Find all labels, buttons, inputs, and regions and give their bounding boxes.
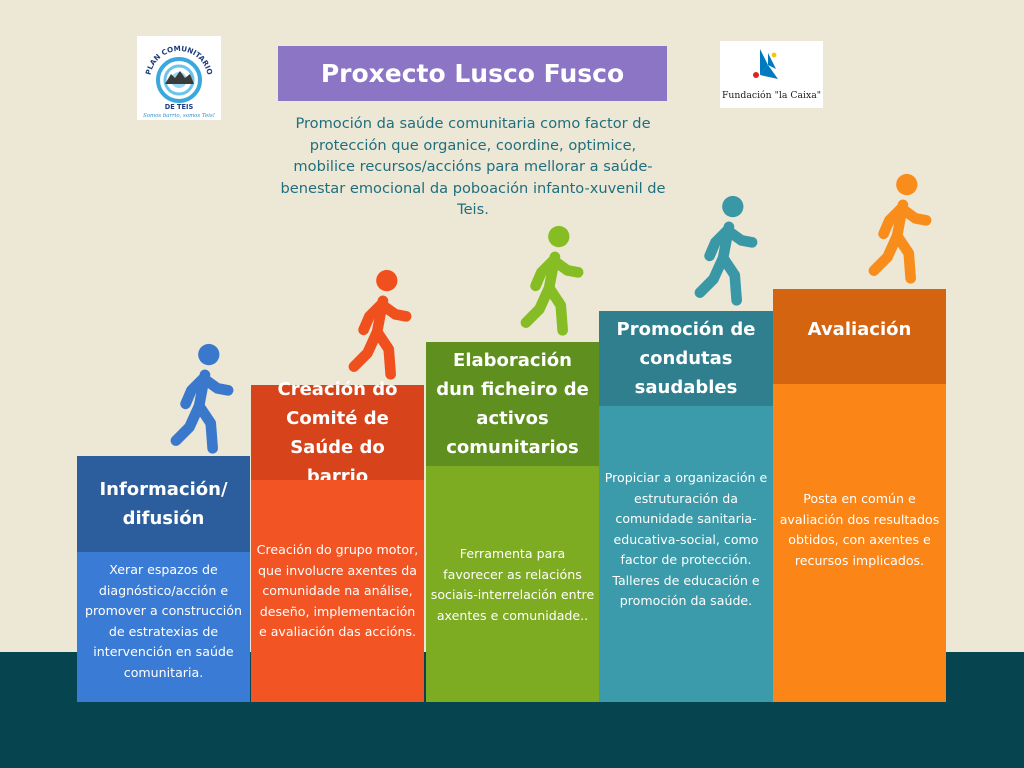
intro-text: Promoción da saúde comunitaria como fact… <box>280 115 666 218</box>
step-informacion: Información/ difusión Xerar espazos de d… <box>77 456 250 702</box>
fundacion-la-caixa-logo: Fundación "la Caixa" <box>720 41 823 108</box>
plan-comunitario-emblem: PLAN COMUNITARIO DE TEIS Somos barrio, s… <box>143 44 215 119</box>
logo-left-bottom-text: DE TEIS <box>165 103 194 111</box>
walker-icon-4 <box>682 194 772 310</box>
step-promocion: Promoción de condutas saudables Propicia… <box>599 311 773 702</box>
step-avaliacion-title: Avaliación <box>773 289 946 384</box>
step-ficheiro: Elaboración dun ficheiro de activos comu… <box>426 342 599 702</box>
step-ficheiro-text: Ferramenta para favorecer as relacións s… <box>426 466 599 702</box>
step-comite-title: Creación do Comité de Saúde do barrio <box>251 379 424 487</box>
la-caixa-star-icon: Fundación "la Caixa" <box>722 49 821 101</box>
step-comite: Creación do Comité de Saúde do barrio Cr… <box>251 379 424 702</box>
step-ficheiro-title: Elaboración dun ficheiro de activos comu… <box>426 342 599 466</box>
logo-left-tagline: Somos barrio, somos Teis! <box>143 113 215 119</box>
step-comite-text: Creación do grupo motor, que involucre a… <box>251 480 424 702</box>
step-promocion-text: Propiciar a organización e estruturación… <box>599 406 773 702</box>
walker-icon-1 <box>158 342 248 458</box>
step-avaliacion-text: Posta en común e avaliación dos resultad… <box>773 384 946 702</box>
step-informacion-title: Información/ difusión <box>77 456 250 552</box>
step-informacion-text: Xerar espazos de diagnóstico/acción e pr… <box>77 552 250 702</box>
step-avaliacion: Avaliación Posta en común e avaliación d… <box>773 289 946 702</box>
page-title: Proxecto Lusco Fusco <box>278 46 667 101</box>
walking-person-icon <box>868 173 932 284</box>
walking-person-icon <box>694 195 758 306</box>
page-title-text: Proxecto Lusco Fusco <box>320 59 625 88</box>
walker-icon-2 <box>336 268 426 384</box>
walking-person-icon <box>170 343 234 454</box>
step-promocion-title: Promoción de condutas saudables <box>599 311 773 406</box>
logo-right-text: Fundación "la Caixa" <box>722 90 821 101</box>
walking-person-icon <box>520 225 584 336</box>
walking-person-icon <box>348 269 412 380</box>
walker-icon-3 <box>508 224 598 340</box>
plan-comunitario-logo: PLAN COMUNITARIO DE TEIS Somos barrio, s… <box>137 36 221 120</box>
walker-icon-5 <box>856 172 946 288</box>
